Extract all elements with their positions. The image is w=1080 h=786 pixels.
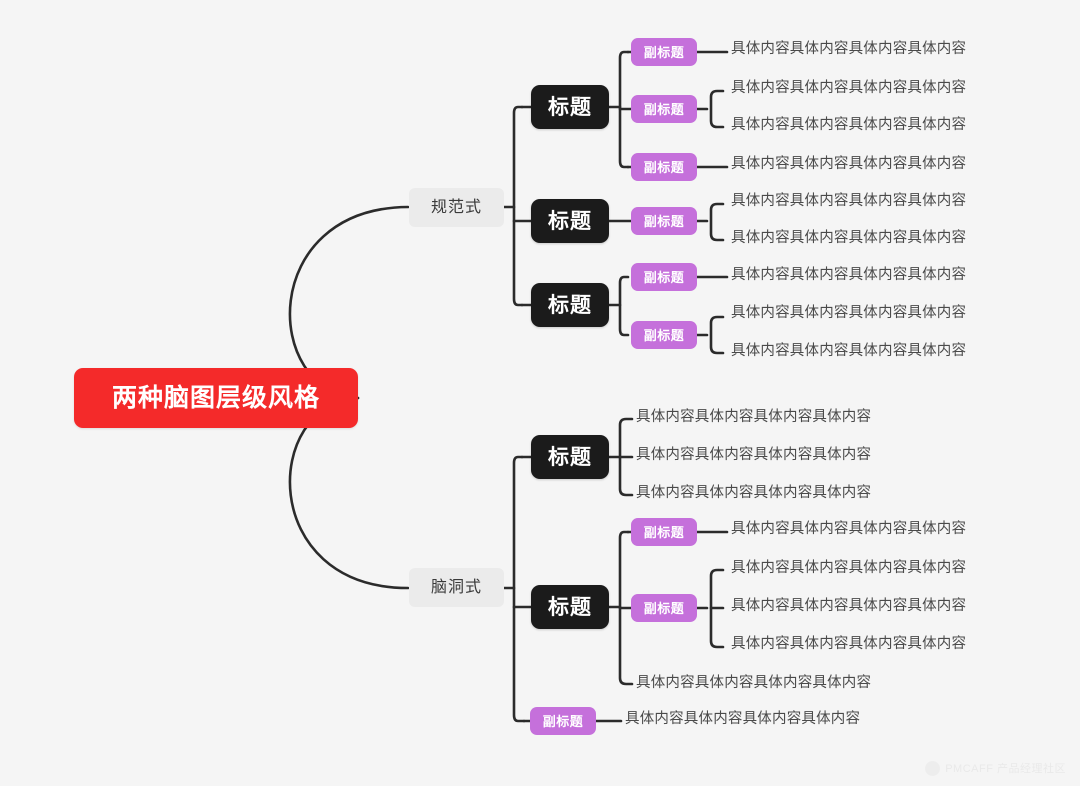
subtitle-node-6[interactable]: 副标题 [631, 321, 697, 349]
pmcaff-logo-icon [925, 760, 941, 776]
leaf-node-8[interactable]: 具体内容具体内容具体内容具体内容 [731, 306, 966, 321]
leaf-node-2-text: 具体内容具体内容具体内容具体内容 [731, 80, 967, 96]
subtitle-node-1[interactable]: 副标题 [631, 38, 697, 66]
subtitle-node-8-label: 副标题 [643, 600, 685, 616]
leaf-node-3[interactable]: 具体内容具体内容具体内容具体内容 [731, 118, 966, 133]
title-node-1[interactable]: 标题 [531, 85, 609, 129]
leaf-node-6[interactable]: 具体内容具体内容具体内容具体内容 [731, 231, 966, 246]
leaf-node-17-text: 具体内容具体内容具体内容具体内容 [636, 675, 872, 691]
leaf-node-16-text: 具体内容具体内容具体内容具体内容 [731, 636, 967, 652]
leaf-node-1[interactable]: 具体内容具体内容具体内容具体内容 [731, 42, 966, 57]
leaf-node-1-text: 具体内容具体内容具体内容具体内容 [731, 41, 967, 57]
subtitle-node-9-label: 副标题 [542, 713, 584, 729]
root-node[interactable]: 两种脑图层级风格 [74, 368, 358, 428]
leaf-node-15-text: 具体内容具体内容具体内容具体内容 [731, 598, 967, 614]
title-node-4[interactable]: 标题 [531, 435, 609, 479]
title-node-3-label: 标题 [548, 293, 592, 317]
leaf-node-6-text: 具体内容具体内容具体内容具体内容 [731, 230, 967, 246]
edge-naodongshi-bracket [512, 455, 526, 723]
leaf-node-14[interactable]: 具体内容具体内容具体内容具体内容 [731, 561, 966, 576]
edge-title1-bracket [618, 50, 630, 169]
leaf-node-16[interactable]: 具体内容具体内容具体内容具体内容 [731, 637, 966, 652]
leaf-node-9-text: 具体内容具体内容具体内容具体内容 [731, 343, 967, 359]
edge-sub8-bracket [709, 568, 725, 649]
leaf-node-5-text: 具体内容具体内容具体内容具体内容 [731, 193, 967, 209]
edge-sub6-bracket [709, 315, 725, 355]
leaf-node-13[interactable]: 具体内容具体内容具体内容具体内容 [731, 522, 966, 537]
leaf-node-18[interactable]: 具体内容具体内容具体内容具体内容 [625, 712, 860, 727]
edge-sub2-bracket [709, 89, 725, 129]
subtitle-node-2[interactable]: 副标题 [631, 95, 697, 123]
leaf-node-12[interactable]: 具体内容具体内容具体内容具体内容 [636, 486, 871, 501]
leaf-node-15[interactable]: 具体内容具体内容具体内容具体内容 [731, 599, 966, 614]
root-node-label: 两种脑图层级风格 [111, 383, 320, 412]
leaf-node-8-text: 具体内容具体内容具体内容具体内容 [731, 305, 967, 321]
edge-sub4-bracket [709, 202, 725, 242]
subtitle-node-4[interactable]: 副标题 [631, 207, 697, 235]
category-node-naodongshi[interactable]: 脑洞式 [409, 568, 504, 607]
leaf-node-2[interactable]: 具体内容具体内容具体内容具体内容 [731, 81, 966, 96]
title-node-2[interactable]: 标题 [531, 199, 609, 243]
subtitle-node-3-label: 副标题 [643, 159, 685, 175]
subtitle-node-1-label: 副标题 [643, 44, 685, 60]
watermark-text: PMCAFF 产品经理社区 [945, 763, 1066, 775]
title-node-5-label: 标题 [548, 595, 592, 619]
subtitle-node-6-label: 副标题 [643, 327, 685, 343]
subtitle-node-5[interactable]: 副标题 [631, 263, 697, 291]
title-node-4-label: 标题 [548, 445, 592, 469]
watermark: PMCAFF 产品经理社区 [925, 760, 1066, 776]
leaf-node-3-text: 具体内容具体内容具体内容具体内容 [731, 117, 967, 133]
edge-title4-bracket [618, 417, 634, 497]
subtitle-node-7-label: 副标题 [643, 524, 685, 540]
title-node-1-label: 标题 [548, 95, 592, 119]
subtitle-node-2-label: 副标题 [643, 101, 685, 117]
subtitle-node-4-label: 副标题 [643, 213, 685, 229]
leaf-node-4-text: 具体内容具体内容具体内容具体内容 [731, 156, 967, 172]
category-node-naodongshi-label: 脑洞式 [430, 578, 482, 596]
leaf-node-17[interactable]: 具体内容具体内容具体内容具体内容 [636, 676, 871, 691]
edge-guifanshi-bracket [512, 105, 524, 307]
subtitle-node-9[interactable]: 副标题 [530, 707, 596, 735]
category-node-guifanshi-label: 规范式 [430, 198, 482, 216]
title-node-2-label: 标题 [548, 209, 592, 233]
leaf-node-7[interactable]: 具体内容具体内容具体内容具体内容 [731, 268, 966, 283]
leaf-node-10[interactable]: 具体内容具体内容具体内容具体内容 [636, 410, 871, 425]
leaf-node-7-text: 具体内容具体内容具体内容具体内容 [731, 267, 967, 283]
leaf-node-13-text: 具体内容具体内容具体内容具体内容 [731, 521, 967, 537]
title-node-3[interactable]: 标题 [531, 283, 609, 327]
leaf-node-14-text: 具体内容具体内容具体内容具体内容 [731, 560, 967, 576]
leaf-node-4[interactable]: 具体内容具体内容具体内容具体内容 [731, 157, 966, 172]
subtitle-node-7[interactable]: 副标题 [631, 518, 697, 546]
leaf-node-5[interactable]: 具体内容具体内容具体内容具体内容 [731, 194, 966, 209]
leaf-node-10-text: 具体内容具体内容具体内容具体内容 [636, 409, 872, 425]
leaf-node-12-text: 具体内容具体内容具体内容具体内容 [636, 485, 872, 501]
subtitle-node-5-label: 副标题 [643, 269, 685, 285]
title-node-5[interactable]: 标题 [531, 585, 609, 629]
leaf-node-18-text: 具体内容具体内容具体内容具体内容 [625, 711, 861, 727]
category-node-guifanshi[interactable]: 规范式 [409, 188, 504, 227]
leaf-node-11[interactable]: 具体内容具体内容具体内容具体内容 [636, 448, 871, 463]
subtitle-node-3[interactable]: 副标题 [631, 153, 697, 181]
subtitle-node-8[interactable]: 副标题 [631, 594, 697, 622]
leaf-node-11-text: 具体内容具体内容具体内容具体内容 [636, 447, 872, 463]
leaf-node-9[interactable]: 具体内容具体内容具体内容具体内容 [731, 344, 966, 359]
edge-title3-bracket [618, 275, 630, 337]
